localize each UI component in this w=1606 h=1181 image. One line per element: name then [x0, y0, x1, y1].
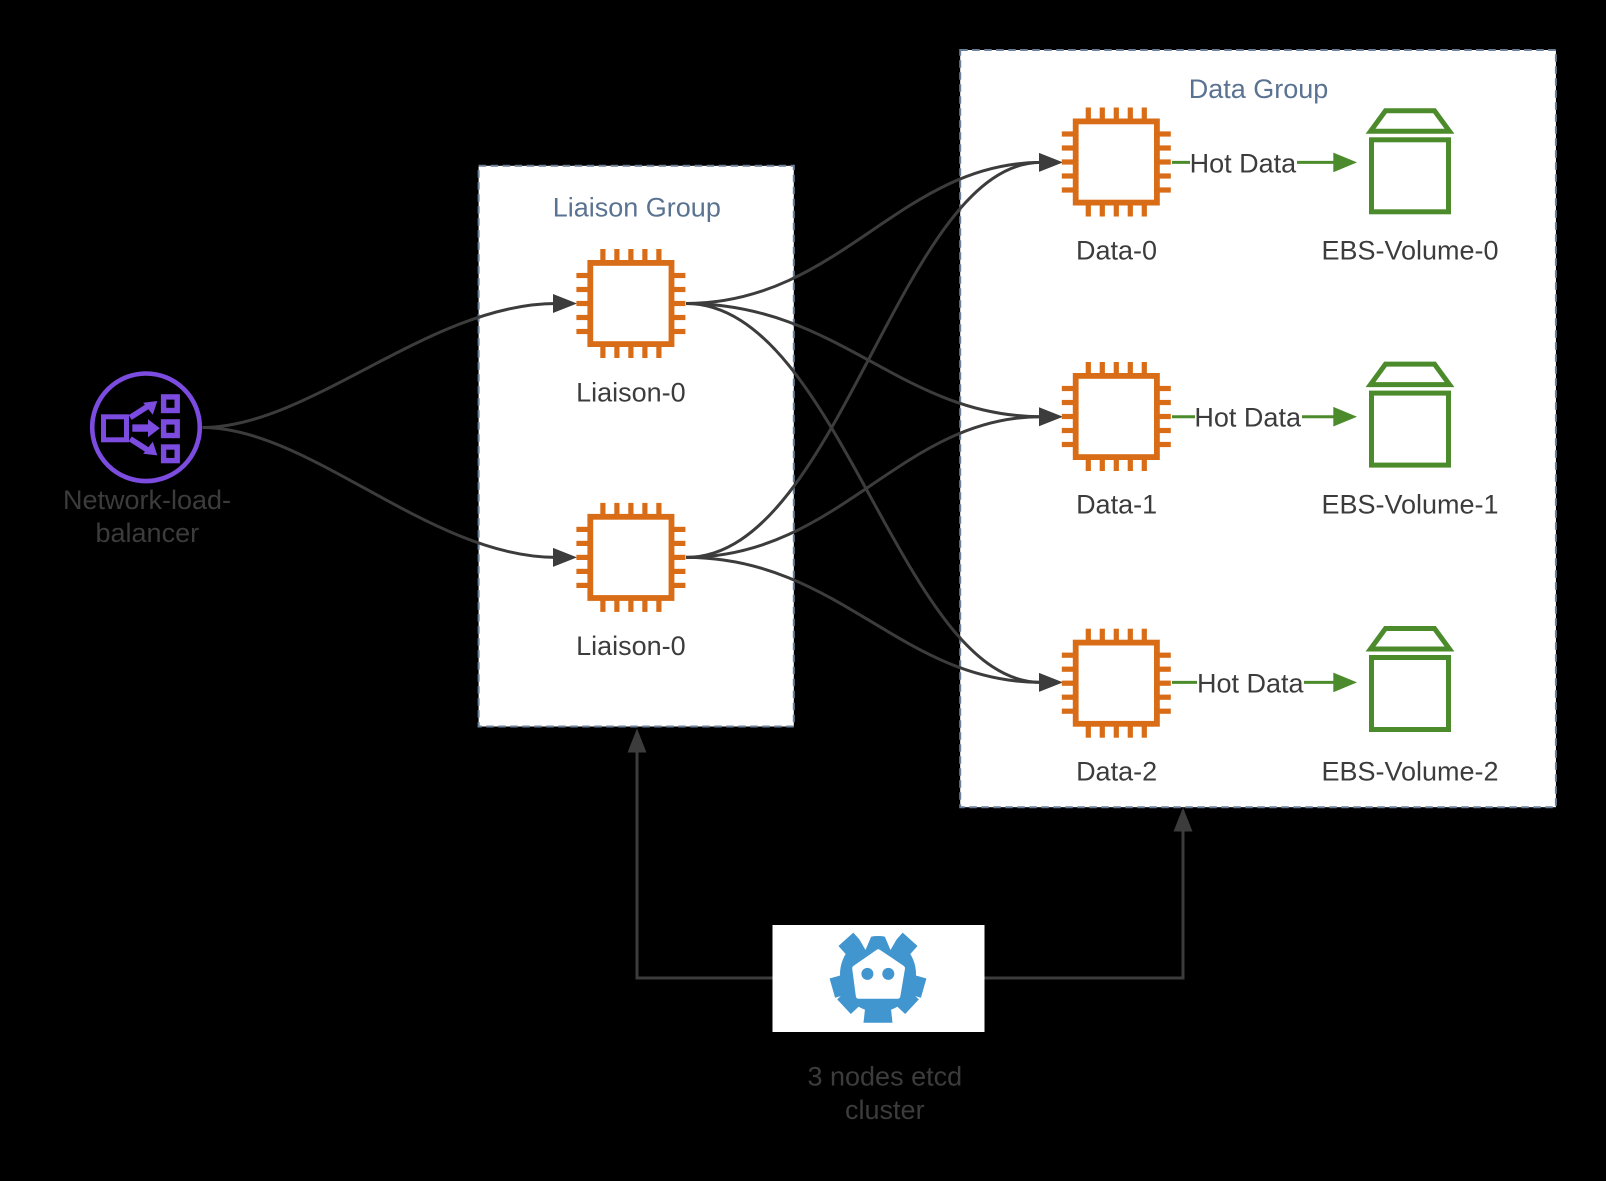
svg-text:EBS-Volume-0: EBS-Volume-0	[1321, 235, 1498, 265]
svg-text:EBS-Volume-2: EBS-Volume-2	[1321, 756, 1498, 786]
svg-text:cluster: cluster	[845, 1095, 925, 1125]
svg-text:3 nodes etcd: 3 nodes etcd	[807, 1062, 962, 1092]
svg-text:Liaison-0: Liaison-0	[576, 631, 686, 661]
svg-text:Liaison-0: Liaison-0	[576, 377, 686, 407]
svg-text:Data-0: Data-0	[1076, 235, 1157, 265]
svg-text:Data-2: Data-2	[1076, 756, 1157, 786]
svg-text:Network-load-: Network-load-	[63, 485, 231, 515]
svg-text:Liaison Group: Liaison Group	[553, 192, 721, 222]
svg-text:balancer: balancer	[96, 518, 200, 548]
svg-text:Data Group: Data Group	[1189, 74, 1329, 104]
svg-text:Hot Data: Hot Data	[1197, 668, 1305, 698]
svg-text:Data-1: Data-1	[1076, 490, 1157, 520]
svg-text:EBS-Volume-1: EBS-Volume-1	[1321, 490, 1498, 520]
svg-text:Hot Data: Hot Data	[1190, 148, 1298, 178]
svg-text:Hot Data: Hot Data	[1194, 403, 1302, 433]
